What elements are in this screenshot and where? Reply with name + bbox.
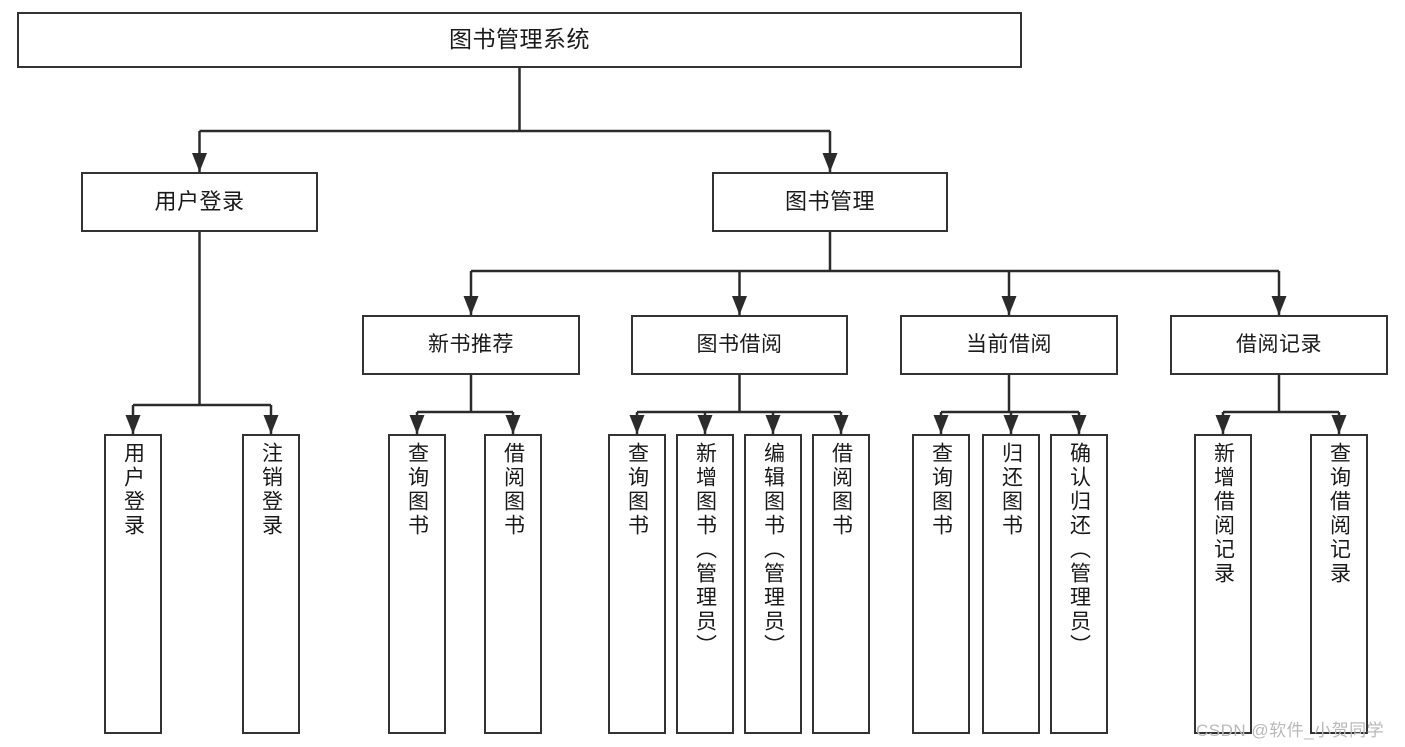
- node-book-manage: 图书管理: [712, 172, 948, 232]
- watermark: CSDN @软件_小贺同学: [1196, 721, 1385, 740]
- node-label: 查询借阅记录: [1327, 442, 1351, 586]
- node-label: 借阅图书: [829, 442, 853, 538]
- node-label: 图书管理系统: [449, 26, 590, 53]
- node-leaf-logout: 注销登录: [242, 434, 300, 734]
- arrow-icon-leaf-query-book-2: [629, 415, 645, 434]
- arrow-icon-leaf-user-login: [125, 415, 141, 434]
- node-leaf-borrow-book-1: 借阅图书: [484, 434, 542, 734]
- node-label: 归还图书: [999, 442, 1023, 538]
- node-new-book-rec: 新书推荐: [362, 315, 580, 375]
- node-current-borrow: 当前借阅: [900, 315, 1118, 375]
- node-leaf-confirm-return: 确认归还（管理员）: [1050, 434, 1108, 734]
- node-label: 查询图书: [625, 442, 649, 538]
- arrow-icon-leaf-edit-book: [765, 415, 781, 434]
- arrow-icon-leaf-logout: [263, 415, 279, 434]
- node-user-login: 用户登录: [81, 172, 318, 232]
- node-leaf-user-login: 用户登录: [104, 434, 162, 734]
- node-label: 查询图书: [929, 442, 953, 538]
- node-label: 图书借阅: [696, 332, 783, 356]
- arrow-icon-leaf-return-book: [1003, 415, 1019, 434]
- arrow-icon-leaf-query-book-1: [409, 415, 425, 434]
- arrow-icon-leaf-borrow-book-2: [833, 415, 849, 434]
- arrow-icon-new-book-rec: [463, 296, 479, 315]
- node-label: 查询图书: [405, 442, 429, 538]
- arrow-icon-current-borrow: [1001, 296, 1017, 315]
- node-label: 新增图书（管理员）: [693, 442, 717, 658]
- node-leaf-add-record: 新增借阅记录: [1194, 434, 1252, 734]
- arrow-icon-book-manage: [822, 153, 838, 172]
- arrow-icon-leaf-query-book-3: [933, 415, 949, 434]
- arrow-icon-leaf-add-record: [1215, 415, 1231, 434]
- node-root: 图书管理系统: [17, 12, 1022, 68]
- node-leaf-borrow-book-2: 借阅图书: [812, 434, 870, 734]
- node-label: 借阅记录: [1236, 332, 1322, 356]
- node-label: 新增借阅记录: [1211, 442, 1235, 586]
- node-label: 当前借阅: [966, 332, 1052, 356]
- arrow-icon-leaf-confirm-return: [1071, 415, 1087, 434]
- node-leaf-return-book: 归还图书: [982, 434, 1040, 734]
- arrow-icon-leaf-add-book: [697, 415, 713, 434]
- node-label: 新书推荐: [428, 332, 514, 356]
- node-leaf-query-book-2: 查询图书: [608, 434, 666, 734]
- arrow-icon-book-borrow: [732, 296, 747, 315]
- node-label: 图书管理: [784, 189, 875, 215]
- node-leaf-query-book-3: 查询图书: [912, 434, 970, 734]
- node-label: 编辑图书（管理员）: [761, 442, 785, 658]
- arrow-icon-user-login: [192, 153, 207, 172]
- node-leaf-query-book-1: 查询图书: [388, 434, 446, 734]
- node-leaf-query-record: 查询借阅记录: [1310, 434, 1368, 734]
- node-book-borrow: 图书借阅: [631, 315, 848, 375]
- arrow-icon-leaf-query-record: [1331, 415, 1347, 434]
- node-label: 确认归还（管理员）: [1067, 442, 1091, 658]
- node-borrow-record: 借阅记录: [1170, 315, 1388, 375]
- node-label: 注销登录: [259, 442, 283, 538]
- arrow-icon-borrow-record: [1271, 296, 1287, 315]
- arrow-icon-leaf-borrow-book-1: [505, 415, 521, 434]
- node-label: 借阅图书: [501, 442, 525, 538]
- node-leaf-edit-book: 编辑图书（管理员）: [744, 434, 802, 734]
- node-leaf-add-book: 新增图书（管理员）: [676, 434, 734, 734]
- node-label: 用户登录: [154, 189, 245, 215]
- node-label: 用户登录: [121, 442, 145, 538]
